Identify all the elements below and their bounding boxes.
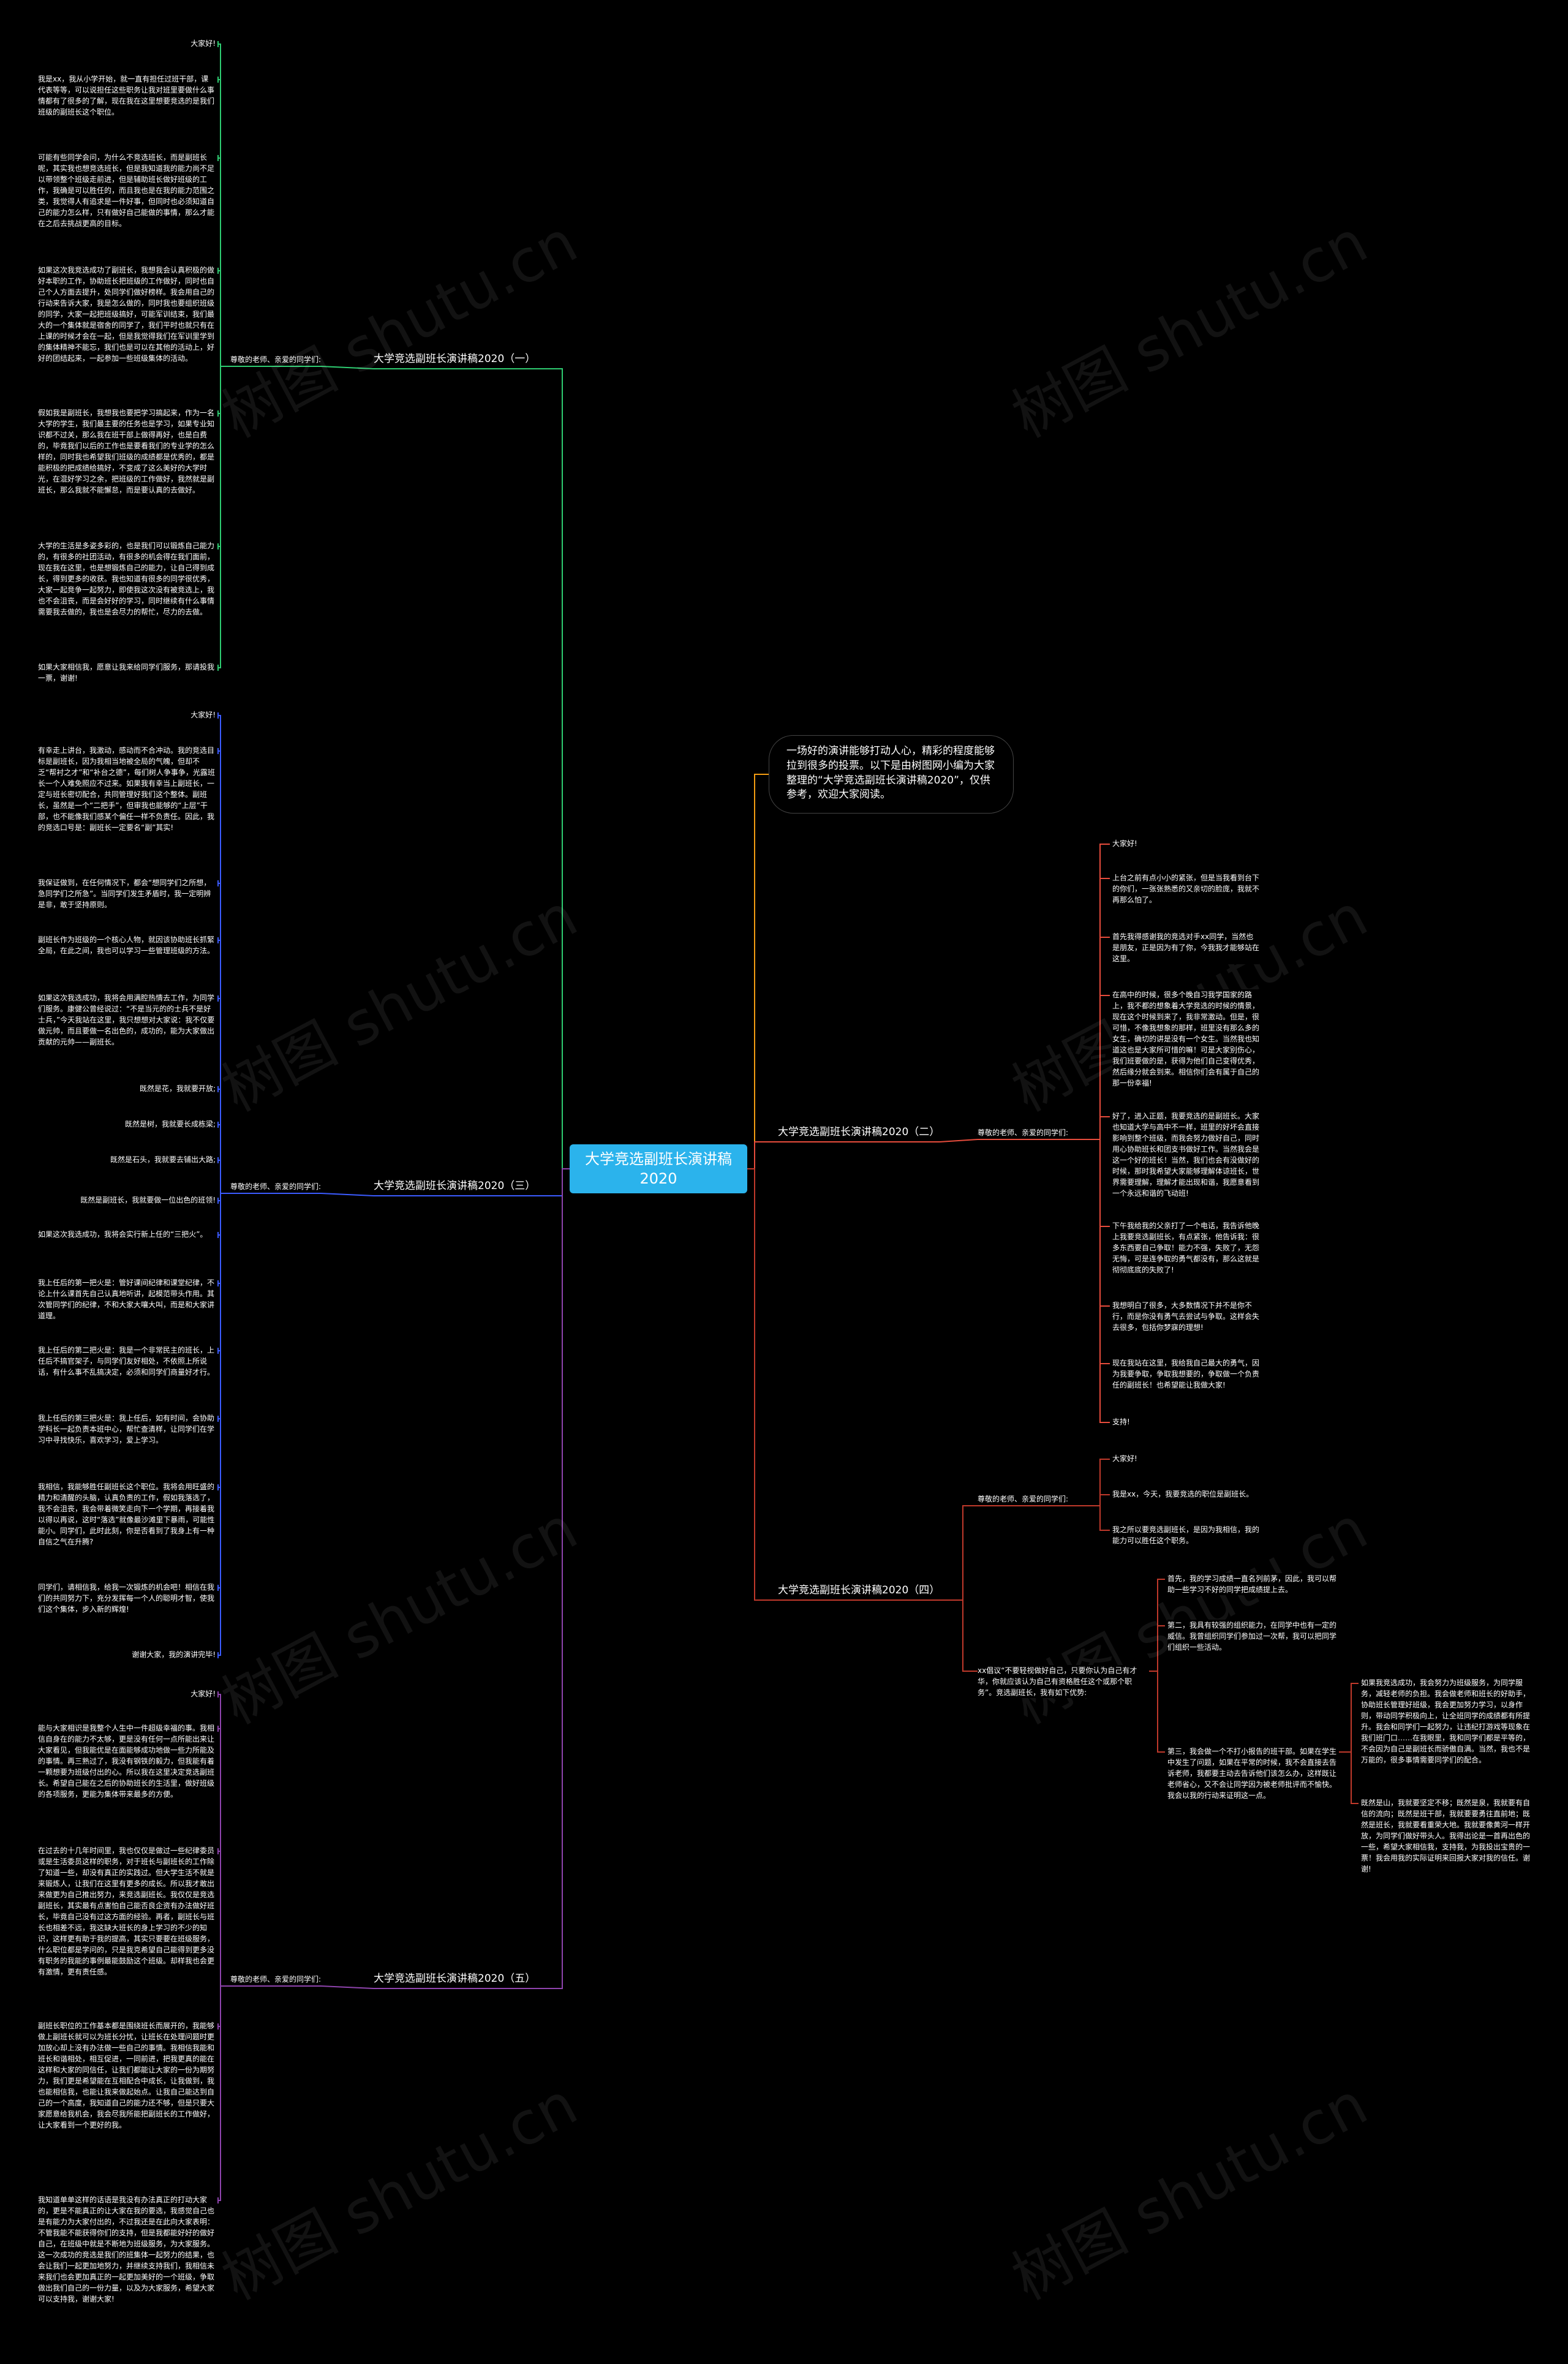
connector — [962, 1600, 978, 1672]
connector — [747, 774, 769, 1169]
branch-1-leaf[interactable]: 如果这次我竞选成功了副班长，我想我会认真积极的做好本职的工作，协助班长把班级的工… — [38, 265, 216, 364]
connector — [747, 1168, 778, 1601]
branch-1-leaf[interactable]: 大学的生活是多姿多彩的，也是我们可以锻炼自己能力的，有很多的社团活动，有很多的机… — [38, 540, 216, 617]
branch-2-leaf[interactable]: 现在我站在这里，我给我自己最大的勇气，因为我要争取，争取我想要的，争取做一个负责… — [1112, 1358, 1260, 1391]
branch-3-title[interactable]: 大学竞选副班长演讲稿2020（三） — [374, 1180, 536, 1192]
connector — [1068, 937, 1110, 1140]
connector — [1068, 1139, 1110, 1364]
connector — [218, 366, 230, 668]
branch-2-title[interactable]: 大学竞选副班长演讲稿2020（二） — [778, 1126, 940, 1138]
branch-3-leaf[interactable]: 我上任后的第三把火是：我上任后，如有时间，会协助学科长一起负责本班中心，帮忙查清… — [38, 1413, 216, 1446]
branch-4-advantage[interactable]: 第三，我会做一个不打小报告的班干部。如果在学生中发生了问题，如果在平常的时候，我… — [1167, 1746, 1339, 1801]
connector — [218, 1160, 230, 1194]
connector — [1068, 1505, 1110, 1531]
connector — [218, 1851, 230, 1987]
branch-4-leaf[interactable]: 大家好! — [1112, 1453, 1259, 1464]
branch-4-greeting[interactable]: 尊敬的老师、亲爱的同学们: — [978, 1495, 1069, 1503]
connector — [1068, 878, 1110, 1140]
branch-3-leaf[interactable]: 我上任后的第一把火是：管好课间纪律和课堂纪律，不论上什么课首先自己认真地听讲，起… — [38, 1277, 216, 1321]
connector — [1068, 1116, 1110, 1140]
branch-3-leaf[interactable]: 大家好! — [38, 709, 216, 720]
connector — [535, 1168, 570, 1196]
connector — [940, 1505, 978, 1601]
branch-1-leaf[interactable]: 大家好! — [38, 38, 216, 49]
branch-1-leaf[interactable]: 我是xx，我从小学开始，就一直有担任过班干部，课代表等等，可以说担任这些职务让我… — [38, 74, 216, 118]
connector — [218, 1193, 230, 1656]
connector — [218, 1985, 230, 2201]
branch-3-leaf[interactable]: 既然是副班长，我就要做一位出色的班领! — [38, 1195, 216, 1206]
connector — [1149, 1671, 1165, 1753]
branch-2-leaf[interactable]: 大家好! — [1112, 838, 1259, 849]
connector — [1068, 1494, 1110, 1506]
branch-1-leaf[interactable]: 如果大家相信我，愿意让我来给同学们服务，那请投我一票，谢谢! — [38, 662, 216, 684]
connector — [1068, 995, 1110, 1140]
branch-1-leaf[interactable]: 假如我是副班长，我想我也要把学习搞起来，作为一名大学的学生，我们最主要的任务也是… — [38, 407, 216, 496]
branch-4-advantages[interactable]: xx倡议“不要轻视做好自己，只要你认为自己有才华，你就应该认为自己有资格胜任这个… — [978, 1665, 1149, 1698]
branch-4-advantage[interactable]: 第二，我具有较强的组织能力，在同学中也有一定的威信。我曾组织同学们参加过一次帮，… — [1167, 1620, 1339, 1653]
branch-1-greeting[interactable]: 尊敬的老师、亲爱的同学们: — [230, 355, 322, 364]
branch-3-leaf[interactable]: 有幸走上讲台，我激动，感动而不合冲动。我的竞选目标是副班长，因为我相当地被全局的… — [38, 745, 216, 833]
branch-3-leaf[interactable]: 我上任后的第二把火是：我是一个非常民主的班长，上任后不搞官架子，与同学们友好相处… — [38, 1345, 216, 1378]
branch-3-leaf[interactable]: 如果这次我选成功，我将会用满腔热情去工作，为同学们服务。康健公曾经说过：“不是当… — [38, 992, 216, 1048]
branch-3-leaf[interactable]: 如果这次我选成功，我将会实行新上任的“三把火”。 — [38, 1229, 216, 1240]
connector — [1068, 1139, 1110, 1423]
branch-4-leaf[interactable]: 既然是山，我就要坚定不移；既然是泉，我就要有自信的流向；既然是班干部，我就要要勇… — [1361, 1797, 1532, 1875]
branch-4-leaf[interactable]: 我是xx，今天，我要竞选的职位是副班长。 — [1112, 1489, 1259, 1500]
branch-2-greeting[interactable]: 尊敬的老师、亲爱的同学们: — [978, 1128, 1069, 1137]
branch-5-leaf[interactable]: 我知道单单这样的话语是我没有办法真正的打动大家的，更是不能真正的让大家在我的要选… — [38, 2194, 216, 2305]
branch-3-leaf[interactable]: 既然是树，我就要长成栋梁; — [38, 1119, 216, 1130]
connector — [320, 366, 374, 369]
branch-3-greeting[interactable]: 尊敬的老师、亲爱的同学们: — [230, 1182, 322, 1191]
branch-2-leaf[interactable]: 好了，进入正题，我要竞选的是副班长。大家也知道大学与高中不一样，班里的好坏会直接… — [1112, 1111, 1260, 1199]
branch-2-leaf[interactable]: 上台之前有点小小的紧张，但是当我看到台下的你们，一张张熟悉的又亲切的脸庞，我就不… — [1112, 872, 1260, 905]
branch-3-leaf[interactable]: 谢谢大家，我的演讲完毕! — [38, 1649, 216, 1660]
branch-5-leaf[interactable]: 能与大家相识是我整个人生中一件超级幸福的事。我相信自身在的能力不太够，更是没有任… — [38, 1723, 216, 1800]
connector — [939, 1139, 978, 1142]
branch-2-leaf[interactable]: 首先我得感谢我的竞选对手xx同学，当然也是朋友，正是因为有了你，今我我才能够站在… — [1112, 931, 1260, 964]
connector — [320, 1193, 374, 1196]
branch-1-title[interactable]: 大学竞选副班长演讲稿2020（一） — [374, 353, 536, 365]
connector — [1068, 1459, 1110, 1506]
connector — [1339, 1683, 1359, 1753]
connector — [1339, 1751, 1359, 1804]
branch-2-leaf[interactable]: 在高中的时候，很多个晚自习我学国家的路上，我不都的想象着大学竞选的时候的情景，现… — [1112, 989, 1260, 1089]
branch-4-advantage[interactable]: 首先，我的学习成绩一直名列前茅，因此，我可以帮助一些学习不好的同学把成绩提上去。 — [1167, 1573, 1339, 1595]
branch-5-leaf[interactable]: 大家好! — [38, 1688, 216, 1699]
branch-5-leaf[interactable]: 在过去的十几年时间里，我也仅仅是做过一些纪律委员或是生活委员这样的职务，对于班长… — [38, 1845, 216, 1977]
connector — [535, 368, 570, 1169]
branch-4-leaf[interactable]: 如果我竞选成功，我会努力为班级服务，为同学服务，减轻老师的负担。我会做老师和班长… — [1361, 1677, 1532, 1765]
branch-5-title[interactable]: 大学竞选副班长演讲稿2020（五） — [374, 1973, 536, 1985]
branch-3-leaf[interactable]: 既然是花，我就要开放; — [38, 1083, 216, 1094]
branch-3-leaf[interactable]: 我相信，我能够胜任副班长这个职位。我将会用旺盛的精力和清醒的头脑，认真负责的工作… — [38, 1481, 216, 1547]
connector — [747, 1141, 778, 1169]
branch-3-leaf[interactable]: 我保证做到，在任何情况下，都会“想同学们之所想，急同学们之所急”。当同学们发生矛… — [38, 877, 216, 910]
connector — [1068, 844, 1110, 1140]
branch-2-leaf[interactable]: 我想明白了很多，大多数情况下并不是你不行，而是你没有勇气去尝试与争取。这样会失去… — [1112, 1300, 1260, 1333]
connector — [218, 270, 230, 367]
branch-3-leaf[interactable]: 既然是石头，我就要去铺出大路; — [38, 1154, 216, 1165]
branch-5-greeting[interactable]: 尊敬的老师、亲爱的同学们: — [230, 1975, 322, 1984]
connector — [535, 1168, 570, 1989]
connector — [1068, 1139, 1110, 1307]
root-node[interactable]: 大学竞选副班长演讲稿2020 — [570, 1144, 747, 1193]
branch-2-leaf[interactable]: 支持! — [1112, 1416, 1259, 1427]
branch-4-title[interactable]: 大学竞选副班长演讲稿2020（四） — [778, 1584, 940, 1596]
connector — [1068, 1139, 1110, 1227]
branch-1-leaf[interactable]: 可能有些同学会问，为什么不竞选班长，而是副班长呢，其实我也想竞选班长，但是我知道… — [38, 152, 216, 229]
connector — [320, 1985, 374, 1989]
branch-2-leaf[interactable]: 下午我给我的父亲打了一个电话，我告诉他晚上我要竞选副班长，有点紧张，他告诉我：很… — [1112, 1220, 1260, 1275]
branch-4-leaf[interactable]: 我之所以要竞选副班长，是因为我相信，我的能力可以胜任这个职务。 — [1112, 1524, 1260, 1546]
branch-3-leaf[interactable]: 副班长作为班级的一个核心人物，就因该协助班长抓緊全局，在此之间，我也可以学习一些… — [38, 934, 216, 956]
intro-node[interactable]: 一场好的演讲能够打动人心，精彩的程度能够拉到很多的投票。以下是由树图网小编为大家… — [769, 735, 1014, 814]
branch-3-leaf[interactable]: 同学们，请相信我，给我一次锻炼的机会吧！相信在我们的共同努力下，充分发挥每一个人… — [38, 1582, 216, 1615]
branch-5-leaf[interactable]: 副班长职位的工作基本都是围绕班长而展开的，我能够做上副班长就可以为班长分忧，让班… — [38, 2020, 216, 2131]
connector — [1149, 1625, 1165, 1672]
